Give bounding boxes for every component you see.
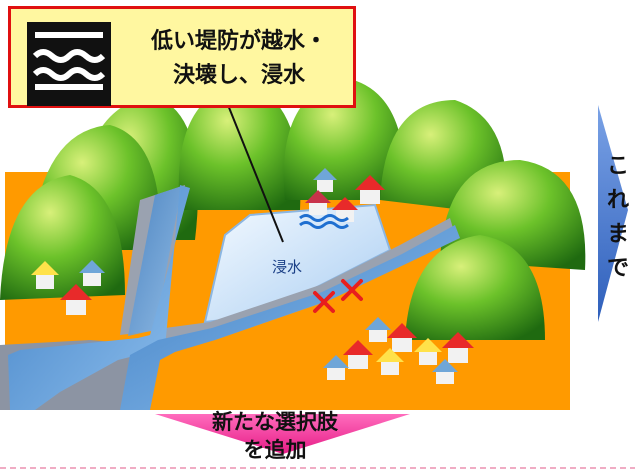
flood-area-label: 浸水 [272,258,303,276]
river-main [120,225,460,410]
callout-pointer [227,104,284,243]
side-arrow-char-3: で [606,256,629,281]
levee-main [150,218,455,352]
breach-mark [313,279,363,313]
flood-wave-mark [299,214,349,229]
river-left [8,185,190,410]
callout-line-2: 決壊し、浸水 [172,63,305,88]
bottom-banner-label: 新たな選択肢 を追加 [140,408,410,464]
river-left-top [128,186,182,336]
flood-water-icon [27,22,111,106]
side-arrow-char-0: こ [606,154,629,179]
callout-line-1: 低い堤防が越水・ [150,29,327,54]
callout-text: 低い堤防が越水・ 決壊し、浸水 [129,25,349,93]
side-arrow [598,105,628,322]
side-arrow-char-2: ま [606,222,629,247]
side-arrow-label: これまで [601,150,635,286]
side-arrow-char-1: れ [606,188,629,213]
bottom-arrow [155,414,410,454]
bottom-banner-line-2: を追加 [243,438,307,462]
flood-callout: 低い堤防が越水・ 決壊し、浸水 [8,6,356,108]
house-group [31,168,474,384]
bottom-banner-line-1: 新たな選択肢 [212,410,338,434]
